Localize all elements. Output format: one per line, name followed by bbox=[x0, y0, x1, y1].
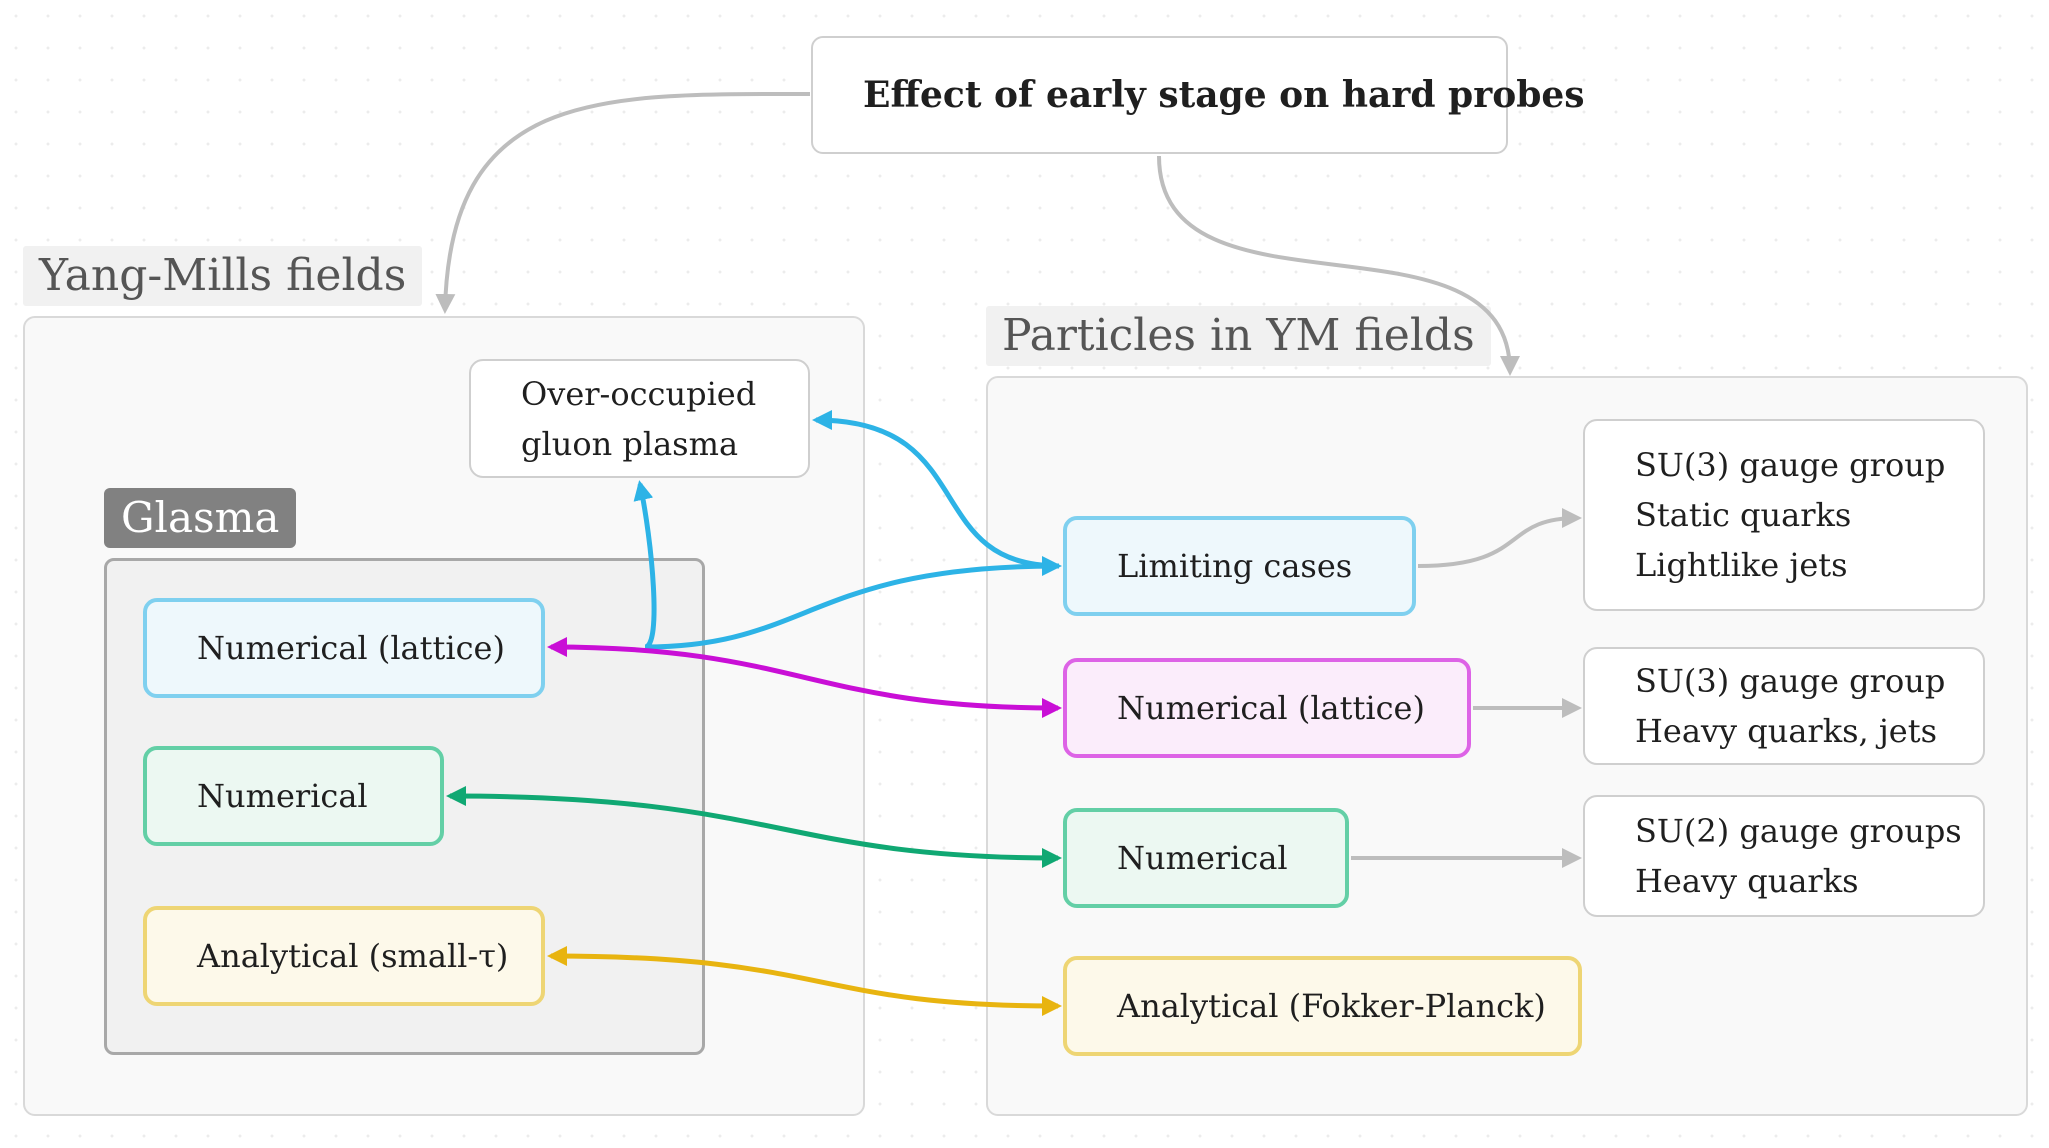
root-node[interactable]: Effect of early stage on hard probes bbox=[811, 36, 1585, 154]
particles-numerical-node[interactable]: Numerical bbox=[1063, 808, 1349, 908]
particles-group-title: Particles in YM fields bbox=[986, 306, 1491, 366]
lattice-detail-2: Heavy quarks, jets bbox=[1635, 712, 1938, 750]
numerical-details-node[interactable]: SU(2) gauge groups Heavy quarks bbox=[1583, 795, 1985, 917]
lattice-detail-1: SU(3) gauge group bbox=[1635, 662, 1946, 700]
particles-lattice-node[interactable]: Numerical (lattice) bbox=[1063, 658, 1471, 758]
glasma-tag: Glasma bbox=[104, 488, 297, 548]
glasma-lattice-node[interactable]: Numerical (lattice) bbox=[143, 598, 545, 698]
numerical-detail-1: SU(2) gauge groups bbox=[1635, 812, 1962, 850]
limiting-detail-1: SU(3) gauge group bbox=[1635, 446, 1946, 484]
root-node-label: Effect of early stage on hard probes bbox=[863, 74, 1585, 116]
limiting-detail-3: Lightlike jets bbox=[1635, 546, 1848, 584]
glasma-numerical-node[interactable]: Numerical bbox=[143, 746, 444, 846]
limiting-cases-node[interactable]: Limiting cases bbox=[1063, 516, 1416, 616]
numerical-detail-2: Heavy quarks bbox=[1635, 862, 1859, 900]
overoccupied-gluon-plasma-node[interactable]: Over-occupied gluon plasma bbox=[469, 359, 810, 478]
particles-lattice-label: Numerical (lattice) bbox=[1117, 689, 1425, 727]
overoccupied-line-1: Over-occupied bbox=[521, 374, 757, 413]
yang-mills-group-title: Yang-Mills fields bbox=[23, 246, 423, 306]
overoccupied-line-2: gluon plasma bbox=[521, 424, 739, 463]
particles-analytical-label: Analytical (Fokker-Planck) bbox=[1117, 987, 1546, 1025]
glasma-numerical-label: Numerical bbox=[197, 777, 368, 815]
limiting-cases-label: Limiting cases bbox=[1117, 547, 1353, 585]
particles-analytical-node[interactable]: Analytical (Fokker-Planck) bbox=[1063, 956, 1582, 1056]
glasma-lattice-label: Numerical (lattice) bbox=[197, 629, 505, 667]
glasma-analytical-node[interactable]: Analytical (small-τ) bbox=[143, 906, 545, 1006]
limiting-details-node[interactable]: SU(3) gauge group Static quarks Lightlik… bbox=[1583, 419, 1985, 611]
lattice-details-node[interactable]: SU(3) gauge group Heavy quarks, jets bbox=[1583, 647, 1985, 765]
limiting-detail-2: Static quarks bbox=[1635, 496, 1852, 534]
edge-root-to-yang-mills bbox=[435, 91, 811, 314]
glasma-analytical-label: Analytical (small-τ) bbox=[197, 937, 509, 975]
particles-numerical-label: Numerical bbox=[1117, 839, 1288, 877]
